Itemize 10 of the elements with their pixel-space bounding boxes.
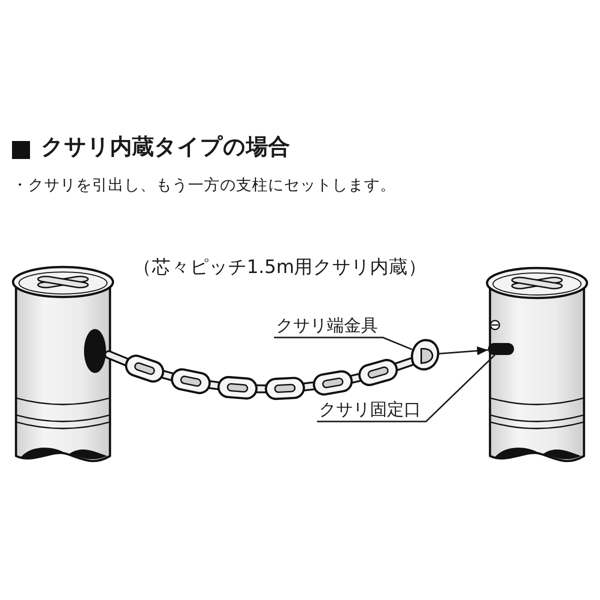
pitch-note: （芯々ピッチ1.5m用クサリ内蔵） — [132, 257, 428, 278]
arrow — [438, 346, 488, 356]
chain-end-fitting — [410, 339, 440, 370]
section-heading: クサリ内蔵タイプの場合 — [41, 135, 290, 160]
callout-label: クサリ端金具 — [276, 317, 378, 337]
callout-label: クサリ固定口 — [319, 401, 421, 421]
leader-line — [317, 354, 496, 422]
note-text: ・クサリを引出し、もう一方の支柱にセットします。 — [12, 177, 396, 195]
leader-line — [274, 336, 412, 350]
chain-slot — [488, 343, 514, 355]
